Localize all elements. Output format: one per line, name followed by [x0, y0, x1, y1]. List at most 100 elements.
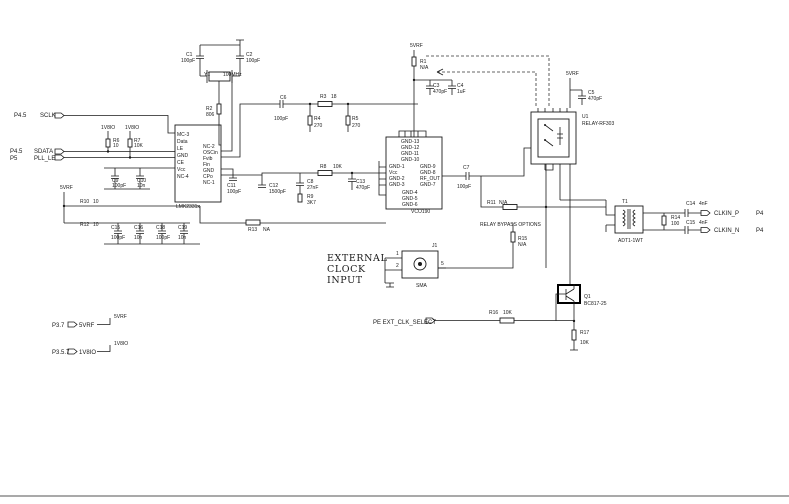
- r17-ref: R17: [580, 330, 589, 336]
- u3-pin-r1: GND-8: [420, 170, 436, 176]
- port-clkin-p: CLKIN_P P4: [700, 210, 764, 217]
- j1-pin2: 2: [396, 263, 399, 269]
- u2-pin-r2: Fvib: [203, 156, 213, 162]
- u2-part-name: LMK2331x: [176, 204, 200, 210]
- external-clock-label-line2: CLOCK: [327, 264, 366, 275]
- u2-pin-l3: GND: [177, 153, 189, 159]
- c1-ref: C1: [186, 52, 193, 58]
- resistor-r3: [317, 101, 333, 107]
- c18-ref: C18: [156, 225, 165, 231]
- r15-ref: R15: [518, 236, 527, 242]
- u3-pin-r3: GND-7: [420, 182, 436, 188]
- port-p3-7-net: 5VRF: [79, 323, 95, 329]
- u3-pin-labels: GND-1 Vcc GND-2 GND-3 GND-9 GND-8 RF_OUT…: [389, 139, 440, 208]
- pe-ext-clk-select-label: PE EXT_CLK_SELECT: [373, 320, 436, 326]
- c3-ref: C3: [433, 83, 440, 89]
- u2-pin-l4: CE: [177, 160, 185, 166]
- c16-ref: C16: [134, 225, 143, 231]
- u2-pin-r3: Fin: [203, 162, 210, 168]
- j1-ref: J1: [432, 243, 438, 249]
- r16-ref: R16: [489, 310, 498, 316]
- c6-value: 100pF: [274, 116, 288, 122]
- resistor-r17: [571, 329, 577, 341]
- u3-pin-b0: GND-4: [402, 190, 418, 196]
- u3-pin-t3: GND-10: [401, 157, 420, 163]
- rail-5vrf-left: 5VRF: [60, 185, 73, 191]
- port-pll-le-page: P5: [10, 156, 18, 162]
- u2-pin-l1: Data: [177, 139, 188, 145]
- port-pll-le: P5 PLL_LE: [10, 154, 175, 162]
- c8-value: 27nF: [307, 185, 318, 191]
- resistor-r7: [127, 138, 133, 148]
- r12-ref: R12: [80, 222, 89, 228]
- c3-value: 470pF: [433, 89, 447, 95]
- u3-pin-t1: GND-12: [401, 145, 420, 151]
- c13-value: 470pF: [356, 185, 370, 191]
- port-p3-5-7-page: P3.5.7: [52, 350, 70, 356]
- u2-pin-l6: NC-4: [177, 174, 189, 180]
- c19-value: 10n: [178, 235, 187, 241]
- r12-value: 10: [93, 222, 99, 228]
- resistor-r4: [307, 115, 313, 126]
- r1-ref: R1: [420, 59, 427, 65]
- r10-value: 10: [93, 199, 99, 205]
- resistor-r2: [216, 103, 222, 115]
- port-clkin-p-page: P4: [756, 211, 764, 217]
- resistor-r16: [499, 317, 515, 324]
- crystal-y1: [208, 71, 231, 82]
- u2-pin-r6: NC-1: [203, 180, 215, 186]
- resistor-r15: [510, 231, 516, 243]
- c5-value: 470pF: [588, 96, 602, 102]
- r9-ref: R9: [307, 194, 314, 200]
- y1-ref: Y1: [204, 72, 210, 78]
- c15-value: 100pF: [111, 235, 125, 241]
- u2-pin-labels-left: MC-3 Data LE GND CE Vcc NC-4: [177, 132, 189, 180]
- t1-ref: T1: [622, 199, 628, 205]
- u2-pin-r0: NC-2: [203, 144, 215, 150]
- r17-value: 10K: [580, 340, 590, 346]
- u3-pin-t2: GND-11: [401, 151, 419, 157]
- port-sclk-label: SCLK: [40, 113, 56, 119]
- port-sdata: P4.5 SDATA: [10, 148, 175, 155]
- r7-ref: R7: [134, 138, 141, 144]
- c14-value: 4nF: [699, 201, 708, 207]
- relay-bypass-note: RELAY BYPASS OPTIONS: [480, 222, 542, 228]
- r13-ref: R13: [248, 227, 257, 233]
- resistor-r14: [661, 215, 667, 226]
- r14-ref: R14: [671, 215, 680, 221]
- external-clock-label-line1: EXTERNAL: [327, 253, 387, 264]
- c9-ref: C9: [112, 178, 119, 184]
- u2-pin-r1: OSCin: [203, 150, 218, 156]
- u3-pin-b2: GND-6: [402, 202, 418, 208]
- c15b-ref: C15: [686, 220, 695, 226]
- c7-value: 100pF: [457, 184, 471, 190]
- j1-value: SMA: [416, 283, 428, 289]
- c9-value: 100pF: [112, 183, 126, 189]
- port-clkin-n: CLKIN_N P4: [700, 227, 764, 234]
- r2-ref: R2: [206, 106, 213, 112]
- u2-pin-l0: MC-3: [177, 132, 189, 138]
- u3-pin-b1: GND-5: [402, 196, 418, 202]
- u2-pin-r4: GND: [203, 168, 215, 174]
- r1-value: N/A: [420, 65, 429, 71]
- c12-value: 1500pF: [269, 189, 286, 195]
- c7-ref: C7: [463, 165, 470, 171]
- port-clkin-p-label: CLKIN_P: [714, 211, 739, 217]
- u1-value: RELAY-RF303: [582, 121, 614, 127]
- r14-value: 100: [671, 221, 680, 227]
- r15-value: N/A: [518, 242, 527, 248]
- rail-5vrf-relay: 5VRF: [566, 71, 579, 77]
- c6-ref: C6: [280, 95, 287, 101]
- u3-pin-l0: GND-1: [389, 164, 405, 170]
- r5-ref: R5: [352, 116, 359, 122]
- c5-ref: C5: [588, 90, 595, 96]
- r13-value: NA: [263, 227, 271, 233]
- c1-value: 100pF: [181, 58, 195, 64]
- resistor-r1: [411, 56, 417, 67]
- port-sdata-label: SDATA: [34, 149, 53, 155]
- u3-pin-l2: GND-2: [389, 176, 405, 182]
- c8-ref: C8: [307, 179, 314, 185]
- resistor-r9: [297, 193, 303, 203]
- c10-ref: C10: [137, 178, 146, 184]
